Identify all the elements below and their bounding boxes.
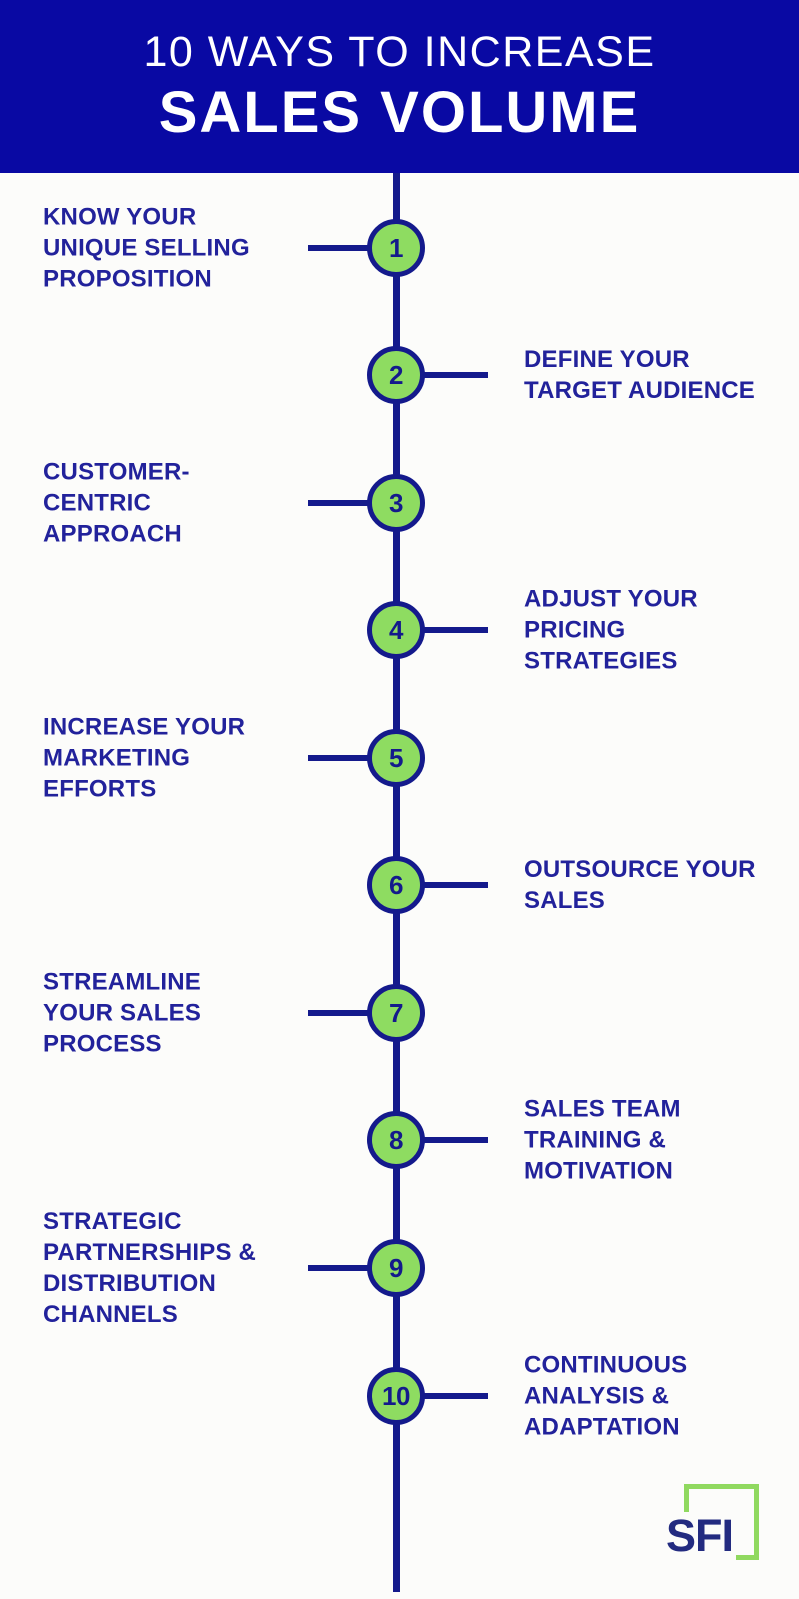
item-label: ADJUST YOUR PRICING STRATEGIES	[524, 585, 698, 675]
item-number-circle: 3	[367, 474, 425, 532]
item-number: 5	[389, 742, 403, 773]
item-number-circle: 8	[367, 1111, 425, 1169]
connector-line	[424, 372, 488, 378]
connector-line	[424, 1393, 488, 1399]
item-number-circle: 9	[367, 1239, 425, 1297]
header-banner: 10 WAYS TO INCREASE SALES VOLUME	[0, 0, 799, 173]
item-label: INCREASE YOUR MARKETING EFFORTS	[43, 713, 246, 803]
item-number-circle: 4	[367, 601, 425, 659]
item-label: STREAMLINE YOUR SALES PROCESS	[43, 968, 202, 1058]
item-number-circle: 5	[367, 729, 425, 787]
item-number: 10	[382, 1380, 410, 1411]
item-number-circle: 7	[367, 984, 425, 1042]
connector-line	[308, 500, 370, 506]
connector-line	[308, 755, 370, 761]
item-label: DEFINE YOUR TARGET AUDIENCE	[524, 346, 755, 404]
sfi-logo: SFI	[666, 1484, 759, 1560]
connector-line	[308, 1265, 370, 1271]
item-number-circle: 6	[367, 856, 425, 914]
item-label: KNOW YOUR UNIQUE SELLING PROPOSITION	[43, 203, 250, 293]
item-label: STRATEGIC PARTNERSHIPS & DISTRIBUTION CH…	[43, 1208, 257, 1328]
item-number: 4	[389, 614, 403, 645]
item-number-circle: 1	[367, 219, 425, 277]
header-subtitle: 10 WAYS TO INCREASE	[143, 28, 656, 77]
item-number: 2	[389, 359, 403, 390]
item-number: 8	[389, 1124, 403, 1155]
item-number-circle: 10	[367, 1367, 425, 1425]
header-title: SALES VOLUME	[158, 79, 641, 145]
connector-line	[424, 1137, 488, 1143]
item-number: 1	[389, 232, 403, 263]
item-number: 9	[389, 1252, 403, 1283]
connector-line	[308, 245, 370, 251]
connector-line	[308, 1010, 370, 1016]
item-number: 3	[389, 487, 403, 518]
item-label: CONTINUOUS ANALYSIS & ADAPTATION	[524, 1351, 688, 1441]
item-label: SALES TEAM TRAINING & MOTIVATION	[524, 1095, 681, 1185]
connector-line	[424, 882, 488, 888]
item-label: CUSTOMER- CENTRIC APPROACH	[43, 458, 190, 548]
item-number: 7	[389, 997, 403, 1028]
item-number-circle: 2	[367, 346, 425, 404]
connector-line	[424, 627, 488, 633]
sfi-logo-text: SFI	[666, 1512, 737, 1560]
item-number: 6	[389, 869, 403, 900]
item-label: OUTSOURCE YOUR SALES	[524, 856, 756, 914]
